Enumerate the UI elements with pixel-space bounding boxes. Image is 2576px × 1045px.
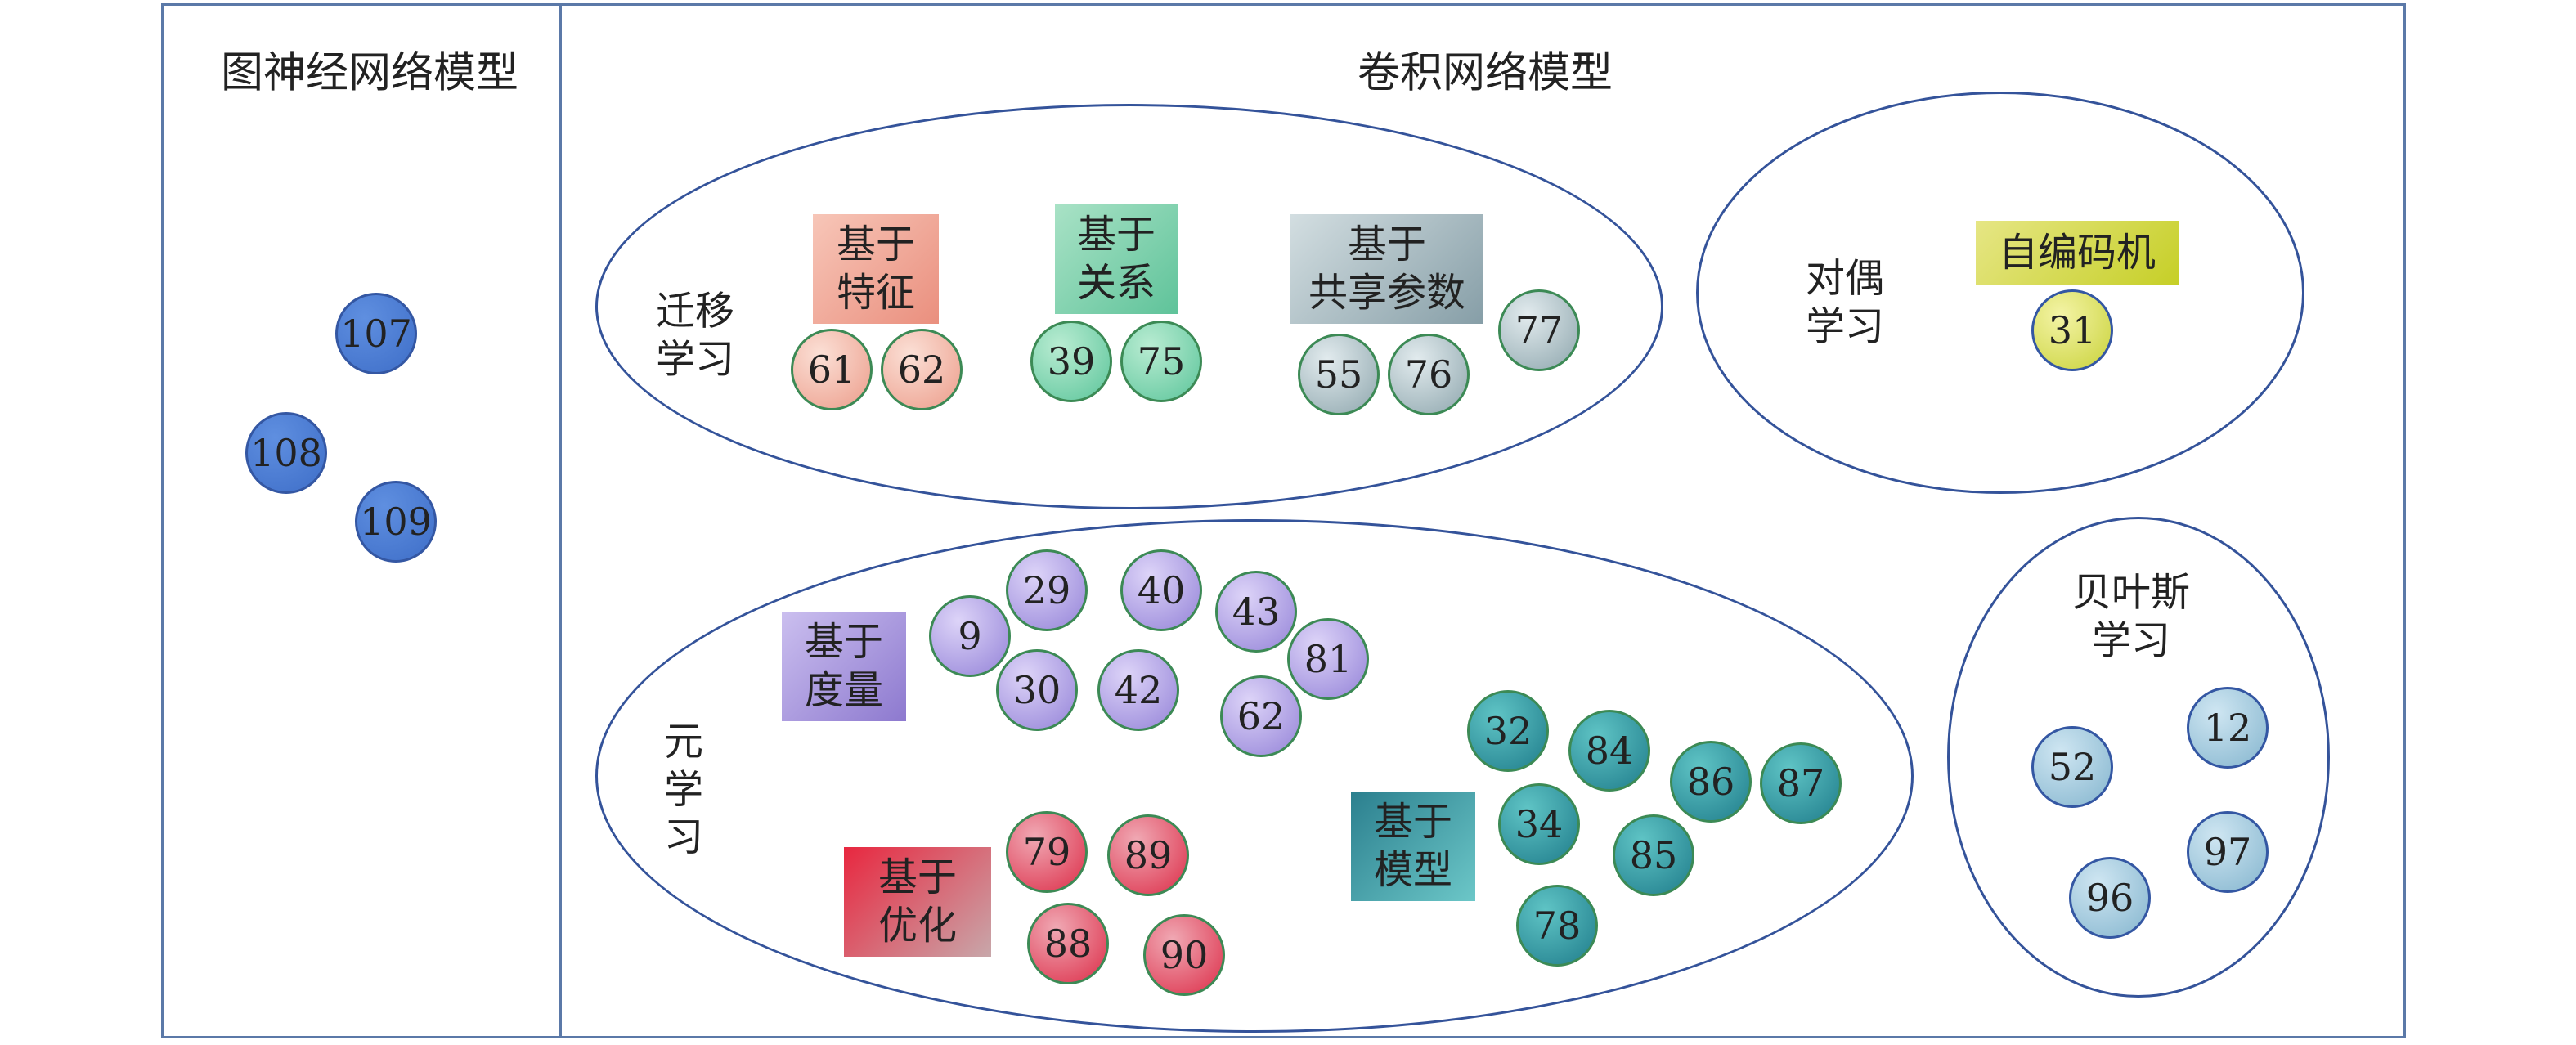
node-77: 77 bbox=[1498, 289, 1580, 371]
node-61: 61 bbox=[791, 329, 873, 410]
ellipse-dual-learning bbox=[1696, 92, 2304, 494]
node-12: 12 bbox=[2187, 687, 2269, 769]
node-90: 90 bbox=[1143, 914, 1225, 996]
node-86: 86 bbox=[1670, 741, 1752, 823]
node-87: 87 bbox=[1760, 742, 1842, 824]
node-52: 52 bbox=[2031, 726, 2113, 808]
node-34: 34 bbox=[1498, 783, 1580, 865]
heading-cnn: 卷积网络模型 bbox=[1357, 48, 1613, 98]
node-78: 78 bbox=[1516, 885, 1598, 967]
node-89: 89 bbox=[1107, 814, 1189, 896]
ellipse-meta-learning bbox=[595, 519, 1914, 1033]
node-32: 32 bbox=[1467, 690, 1549, 772]
node-96: 96 bbox=[2069, 857, 2151, 939]
tag-model: 基于 模型 bbox=[1351, 792, 1475, 901]
node-62: 62 bbox=[881, 329, 963, 410]
node-88: 88 bbox=[1027, 903, 1109, 984]
region-label-bayes: 贝叶斯 学习 bbox=[2071, 569, 2191, 663]
node-62-metric: 62 bbox=[1220, 675, 1302, 757]
region-label-dual: 对偶 学习 bbox=[1805, 255, 1885, 349]
heading-gnn: 图神经网络模型 bbox=[220, 48, 519, 98]
node-30: 30 bbox=[996, 649, 1078, 731]
node-31: 31 bbox=[2031, 289, 2113, 371]
tag-optimization: 基于 优化 bbox=[844, 847, 991, 957]
node-81: 81 bbox=[1287, 618, 1369, 700]
node-79: 79 bbox=[1006, 811, 1088, 893]
node-75: 75 bbox=[1120, 321, 1202, 402]
node-76: 76 bbox=[1388, 334, 1470, 415]
ellipse-bayes-learning bbox=[1947, 517, 2330, 998]
node-42: 42 bbox=[1097, 649, 1179, 731]
node-85: 85 bbox=[1613, 814, 1694, 896]
tag-autoencoder: 自编码机 bbox=[1976, 221, 2179, 285]
node-109: 109 bbox=[355, 481, 437, 563]
region-label-meta: 元 学 习 bbox=[663, 719, 704, 861]
node-40: 40 bbox=[1120, 549, 1202, 631]
ellipse-transfer-learning bbox=[595, 104, 1663, 509]
node-39: 39 bbox=[1030, 321, 1112, 402]
node-9: 9 bbox=[929, 595, 1011, 677]
region-label-transfer: 迁移 学习 bbox=[655, 288, 735, 382]
node-84: 84 bbox=[1568, 710, 1650, 792]
node-97: 97 bbox=[2187, 811, 2269, 893]
tag-shared-params: 基于 共享参数 bbox=[1290, 214, 1483, 324]
node-55: 55 bbox=[1298, 334, 1380, 415]
tag-relation: 基于 关系 bbox=[1055, 204, 1178, 314]
tag-metric: 基于 度量 bbox=[782, 612, 906, 721]
node-108: 108 bbox=[245, 412, 327, 494]
diagram-frame bbox=[161, 3, 2406, 1038]
panel-divider bbox=[559, 3, 562, 1038]
node-107: 107 bbox=[335, 293, 417, 374]
tag-feature: 基于 特征 bbox=[813, 214, 939, 324]
node-43: 43 bbox=[1215, 571, 1297, 653]
node-29: 29 bbox=[1006, 549, 1088, 631]
